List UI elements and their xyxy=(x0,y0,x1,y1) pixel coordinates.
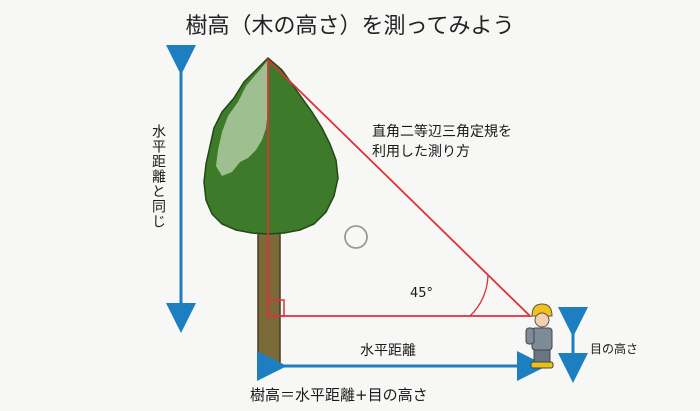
person-boots xyxy=(530,361,554,369)
vertical-distance-label: 水平距離と同じ xyxy=(150,124,166,229)
triangle-outline xyxy=(267,57,533,317)
person-head xyxy=(534,312,550,328)
horizontal-distance-label: 水平距離 xyxy=(360,343,416,359)
angle-arc xyxy=(469,274,489,317)
eye-height-label: 目の高さ xyxy=(590,342,639,356)
tree-trunk xyxy=(257,224,281,366)
page-title: 樹高（木の高さ）を測ってみよう xyxy=(185,14,515,39)
person-figure xyxy=(525,303,554,369)
formula-label: 樹高＝水平距離+目の高さ xyxy=(250,386,428,404)
tree xyxy=(203,56,339,366)
angle-label: 45° xyxy=(410,286,434,301)
person-body xyxy=(531,327,553,351)
right-triangle xyxy=(267,57,533,317)
method-label: 直角二等辺三角定規を利用した測り方 xyxy=(372,124,512,160)
person-arm xyxy=(525,327,535,345)
right-angle-mark xyxy=(267,299,285,317)
tree-crown-highlight xyxy=(216,60,268,176)
sight-hole-circle xyxy=(344,225,368,249)
person-helmet xyxy=(531,303,553,317)
